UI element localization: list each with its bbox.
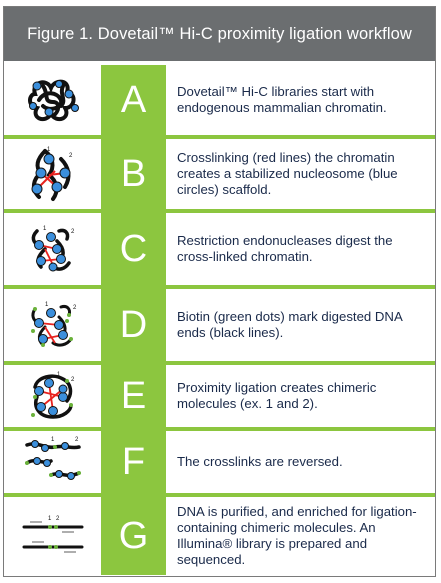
row-divider: [4, 285, 435, 289]
row-divider: [4, 427, 435, 431]
step-letter: B: [101, 139, 166, 209]
label-1: 1: [48, 516, 52, 522]
row-divider: [4, 493, 435, 497]
reversed-crosslinks-icon: 1 2: [4, 431, 101, 493]
label-2: 2: [73, 305, 77, 311]
purified-dna-icon: 1 2: [4, 497, 101, 575]
step-letter: F: [101, 431, 166, 493]
figure-title: Figure 1. Dovetail™ Hi-C proximity ligat…: [4, 7, 435, 61]
biotin-labeled-ends-icon: 1 2: [4, 289, 101, 361]
step-description: Crosslinking (red lines) the chromatin c…: [177, 150, 398, 197]
step-row-b: 1 2 B Crosslinking (red lines) the chrom…: [4, 139, 435, 209]
row-divider: [4, 209, 435, 213]
step-description: Biotin (green dots) mark digested DNA en…: [177, 309, 403, 340]
crosslinked-chromatin-icon: 1 2: [4, 139, 101, 209]
proximity-ligation-icon: 1 2: [4, 365, 101, 427]
workflow-figure: Figure 1. Dovetail™ Hi-C proximity ligat…: [3, 6, 436, 577]
step-letter: G: [101, 497, 166, 575]
step-description: Dovetail™ Hi-C libraries start with endo…: [177, 84, 387, 115]
step-letter: A: [101, 65, 166, 135]
step-row-a: A Dovetail™ Hi-C libraries start with en…: [4, 65, 435, 135]
step-row-c: 1 2 C Restriction endonucleases digest t…: [4, 213, 435, 285]
step-row-g: 1 2 G DNA is purified, and enriched for …: [4, 497, 435, 575]
step-letter: E: [101, 365, 166, 427]
step-row-e: 1 2 E Proximity ligation creates chimeri…: [4, 365, 435, 427]
row-divider: [4, 361, 435, 365]
label-2: 2: [69, 153, 73, 159]
step-letter: D: [101, 289, 166, 361]
label-2: 2: [56, 516, 60, 522]
chromatin-cluster-icon: [4, 65, 101, 135]
label-2: 2: [75, 437, 79, 443]
label-1: 1: [45, 302, 49, 308]
step-description: Restriction endonucleases digest the cro…: [177, 233, 393, 264]
label-2: 2: [71, 229, 75, 235]
label-1: 1: [51, 437, 55, 443]
step-row-d: 1 2 D Biotin (green dots) mark digested …: [4, 289, 435, 361]
step-row-f: 1 2 F The crosslinks are reversed.: [4, 431, 435, 493]
label-2: 2: [71, 377, 75, 383]
step-description: The crosslinks are reversed.: [177, 454, 343, 469]
step-description: Proximity ligation creates chimeric mole…: [177, 380, 377, 411]
label-1: 1: [47, 147, 51, 153]
label-1: 1: [43, 226, 47, 232]
row-divider: [4, 135, 435, 139]
digested-chromatin-icon: 1 2: [4, 213, 101, 285]
step-description: DNA is purified, and enriched for ligati…: [177, 504, 417, 567]
step-letter: C: [101, 213, 166, 285]
label-1: 1: [57, 372, 61, 378]
